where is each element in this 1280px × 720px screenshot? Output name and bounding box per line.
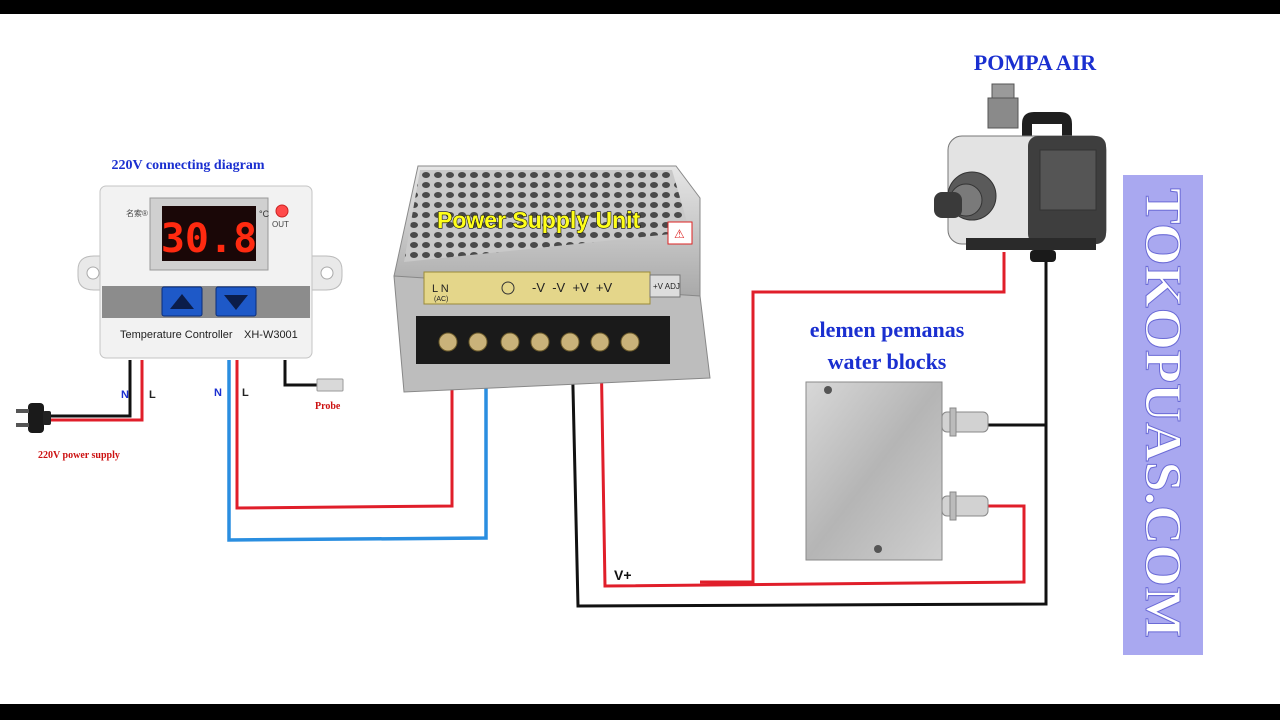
dc-negative-wire <box>570 258 1048 608</box>
vplus-label: V+ <box>614 567 632 583</box>
brand-mark: 名索® <box>126 208 148 218</box>
dc-positive-wire-heater <box>599 344 1026 588</box>
power-supply-unit: L N (AC) -V -V +V +V +V ADJ ⚠ Power Supp… <box>393 165 711 393</box>
probe-label: Probe <box>315 401 341 412</box>
diagram-title: 220V connecting diagram <box>112 158 265 173</box>
load-live-wire <box>235 340 454 510</box>
heater-inlet-nozzle <box>941 407 989 437</box>
psu-ac-terminals-label: L N <box>432 283 449 295</box>
terminal-l-load: L <box>242 387 249 399</box>
load-neutral-wire <box>227 340 488 542</box>
psu-terminal-legend <box>423 271 651 305</box>
psu-adj-label: +V ADJ <box>653 282 680 291</box>
plug-cord-black <box>40 360 132 418</box>
controller-model: XH-W3001 <box>244 329 298 341</box>
terminal-l-power: L <box>149 389 156 401</box>
psu-title: Power Supply Unit <box>437 207 641 233</box>
out-label: OUT <box>272 220 289 229</box>
terminal-n-load: N <box>214 387 222 399</box>
psu-vent-mesh <box>404 170 690 262</box>
power-plug-icon <box>16 403 51 433</box>
temperature-readout: 30.8 <box>161 216 257 262</box>
heater-title-line2: water blocks <box>828 349 947 374</box>
out-led <box>275 204 289 218</box>
ground-icon <box>501 281 515 295</box>
water-block-heater-icon <box>805 381 989 561</box>
watermark-box <box>1123 175 1203 655</box>
temperature-controller: 名索® 30.8 °C OUT Temperature Controller X… <box>77 185 343 401</box>
plug-label: 220V power supply <box>38 450 120 461</box>
plug-cord-red <box>40 360 144 422</box>
lcd-screen <box>162 206 256 261</box>
probe-wire <box>283 360 318 387</box>
watermark-text: TOKOPUAS.COM <box>1134 188 1191 638</box>
terminal-n-power: N <box>121 389 129 401</box>
up-button[interactable] <box>161 286 203 317</box>
temperature-probe: Probe <box>315 378 344 412</box>
svg-text:⚠: ⚠ <box>674 227 685 241</box>
dc-positive-wire-pump <box>700 252 1006 584</box>
heater-title-line1: elemen pemanas <box>810 317 965 342</box>
unit-label: °C <box>259 209 270 219</box>
down-button[interactable] <box>215 286 257 317</box>
heater-outlet-nozzle <box>941 491 989 521</box>
wires <box>40 252 1048 608</box>
pump-title: POMPA AIR <box>974 50 1098 75</box>
water-pump-icon <box>934 83 1107 262</box>
controller-label: Temperature Controller <box>120 329 233 341</box>
psu-ac-sub-label: (AC) <box>434 296 448 303</box>
controller-button-strip <box>102 286 310 318</box>
psu-terminal-screws <box>438 332 640 352</box>
heater-plate <box>805 381 943 561</box>
psu-dc-terminals-label: -V -V +V +V <box>532 280 613 295</box>
